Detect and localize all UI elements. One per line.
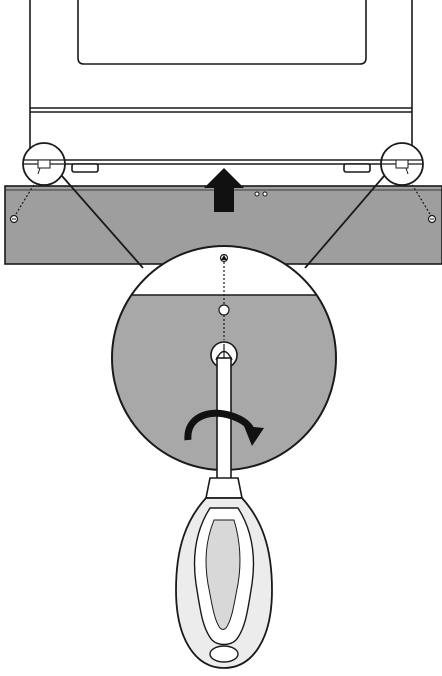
up-arrow-icon [204, 168, 244, 212]
magnifier-lines [61, 175, 385, 269]
clockwise-arrow-icon [184, 409, 264, 446]
corner-detail-left [22, 142, 66, 186]
corner-detail-right [380, 142, 424, 186]
screwdriver-icon [175, 357, 273, 669]
plate-holes [254, 191, 268, 197]
screw-icon [9, 214, 19, 224]
screw-icon [427, 214, 437, 224]
appliance-body [29, 0, 413, 109]
appliance-base [29, 108, 413, 173]
